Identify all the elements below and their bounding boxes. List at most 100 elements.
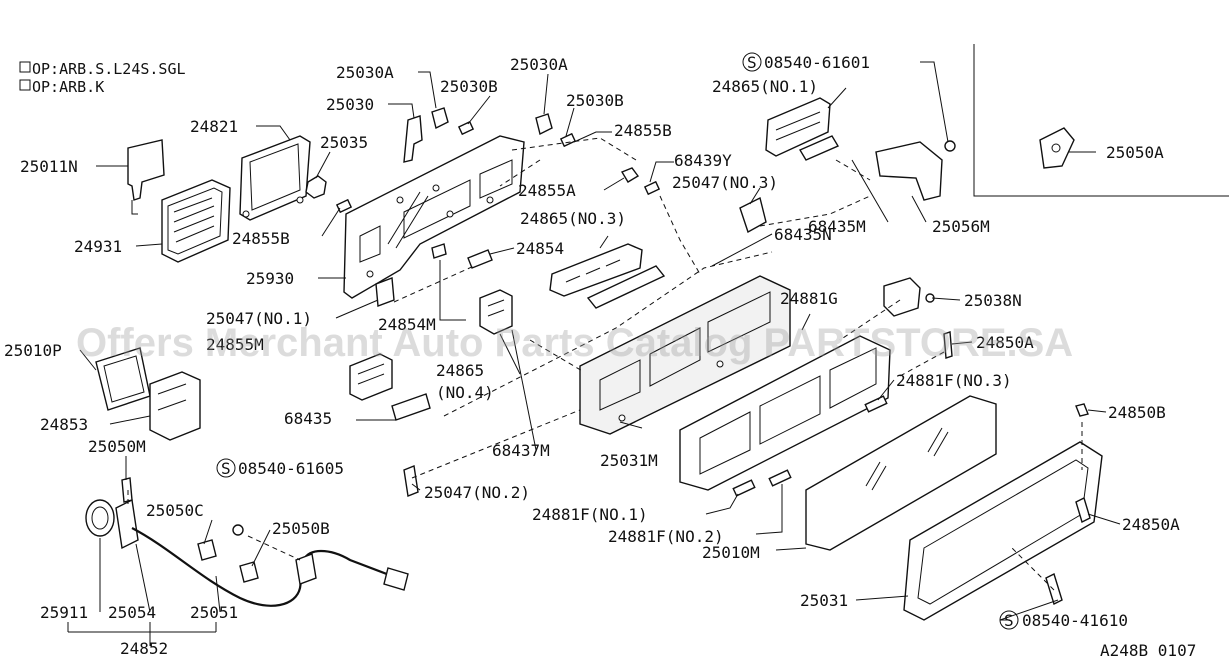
label-24855A: 24855A (518, 181, 576, 200)
part-24931 (161, 179, 231, 263)
label-25050C: 25050C (146, 501, 204, 520)
option-box-2 (19, 79, 31, 91)
label-25030B-1: 25030B (440, 77, 498, 96)
part-25047-clips (375, 196, 767, 497)
screw-symbol-61605 (216, 458, 236, 478)
part-25054 (115, 498, 139, 550)
screw-symbols: S S S (216, 52, 1019, 630)
label-25050B: 25050B (272, 519, 330, 538)
assembly-lines (127, 137, 1083, 591)
label-25047-no1: 25047(NO.1) (206, 309, 312, 328)
part-24854M (431, 243, 447, 259)
label-08540-41610: 08540-41610 (1022, 611, 1128, 630)
option-note-2: OP:ARB.K (32, 78, 104, 96)
screw-symbol-61601 (742, 52, 762, 72)
label-25054: 25054 (108, 603, 156, 622)
label-68439Y: 68439Y (674, 151, 732, 170)
part-24865-no3 (549, 243, 643, 297)
part-25031M (579, 275, 791, 435)
label-25051: 25051 (190, 603, 238, 622)
label-24855B-1: 24855B (614, 121, 672, 140)
label-25031: 25031 (800, 591, 848, 610)
part-labels: 25030A 25030A 25030B 25030B 25030 24821 … (4, 53, 1196, 660)
label-25011N: 25011N (20, 157, 78, 176)
label-24865-no1: 24865(NO.1) (712, 77, 818, 96)
label-24850A-2: 24850A (1122, 515, 1180, 534)
label-24853: 24853 (40, 415, 88, 434)
label-25030A-2: 25030A (510, 55, 568, 74)
label-24881G: 24881G (780, 289, 838, 308)
label-24850B: 24850B (1108, 403, 1166, 422)
part-24821 (239, 135, 311, 221)
part-bezel-screws (1045, 497, 1091, 605)
label-25035: 25035 (320, 133, 368, 152)
part-25038N (883, 277, 935, 317)
label-25030B-2: 25030B (566, 91, 624, 110)
option-notes: OP:ARB.S.L24S.SGL OP:ARB.K (19, 60, 186, 96)
diagram-code: A248B 0107 (1100, 641, 1196, 660)
part-screw-61605 (232, 524, 244, 536)
label-25050A: 25050A (1106, 143, 1164, 162)
part-25056M (875, 141, 943, 201)
part-25051-cable (131, 527, 409, 607)
inset-frame (973, 44, 1229, 197)
screw-symbol-41610 (999, 610, 1019, 630)
screw-symbol-text-2: S (221, 459, 231, 478)
label-24850A-1: 24850A (976, 333, 1034, 352)
part-24881G (679, 335, 891, 491)
label-24881F-no3: 24881F(NO.3) (896, 371, 1012, 390)
part-24850B (1075, 403, 1089, 417)
label-24854: 24854 (516, 239, 564, 258)
part-24854 (467, 249, 493, 269)
option-note-1: OP:ARB.S.L24S.SGL (32, 60, 186, 78)
label-25930: 25930 (246, 269, 294, 288)
part-25050C (197, 539, 217, 561)
label-25050M: 25050M (88, 437, 146, 456)
part-24881F-filters (732, 395, 888, 497)
part-25030 (403, 115, 423, 163)
screw-symbol-text-3: S (1004, 611, 1014, 630)
label-24852: 24852 (120, 639, 168, 658)
part-24855M (479, 289, 513, 335)
label-08540-61605: 08540-61605 (238, 459, 344, 478)
label-25038N: 25038N (964, 291, 1022, 310)
part-25050B (239, 561, 259, 583)
label-25030: 25030 (326, 95, 374, 114)
label-24821: 24821 (190, 117, 238, 136)
label-25031M: 25031M (600, 451, 658, 470)
part-25050A (1039, 127, 1075, 169)
part-25035 (305, 175, 327, 199)
label-68437M: 68437M (492, 441, 550, 460)
part-25030A-bulbs (431, 107, 553, 136)
label-24855B-2: 24855B (232, 229, 290, 248)
part-25930 (343, 135, 525, 299)
part-screw-24850A-upper (943, 331, 953, 359)
label-68435N: 68435N (774, 225, 832, 244)
part-sockets (335, 120, 661, 214)
label-25911: 25911 (40, 603, 88, 622)
part-24865-no1 (765, 97, 831, 157)
part-25010M (805, 395, 997, 551)
label-24865-no4-a: 24865 (436, 361, 484, 380)
label-24854M: 24854M (378, 315, 436, 334)
part-68435M (798, 135, 840, 161)
label-25030A-1: 25030A (336, 63, 394, 82)
leader-lines (67, 61, 1121, 646)
label-24855M: 24855M (206, 335, 264, 354)
label-24931: 24931 (74, 237, 122, 256)
label-24881F-no2: 24881F(NO.2) (608, 527, 724, 546)
label-25047-no2: 25047(NO.2) (424, 483, 530, 502)
screw-symbol-text-1: S (747, 53, 757, 72)
label-24881F-no1: 24881F(NO.1) (532, 505, 648, 524)
part-68435 (391, 393, 431, 421)
option-box-1 (19, 61, 31, 73)
label-24865-no4-b: (NO.4) (436, 383, 494, 402)
part-24853 (149, 371, 201, 441)
part-25050M (121, 477, 133, 503)
part-25911 (85, 499, 115, 537)
label-08540-61601: 08540-61601 (764, 53, 870, 72)
part-connector-left (349, 353, 393, 401)
part-screw-61601 (944, 140, 956, 152)
